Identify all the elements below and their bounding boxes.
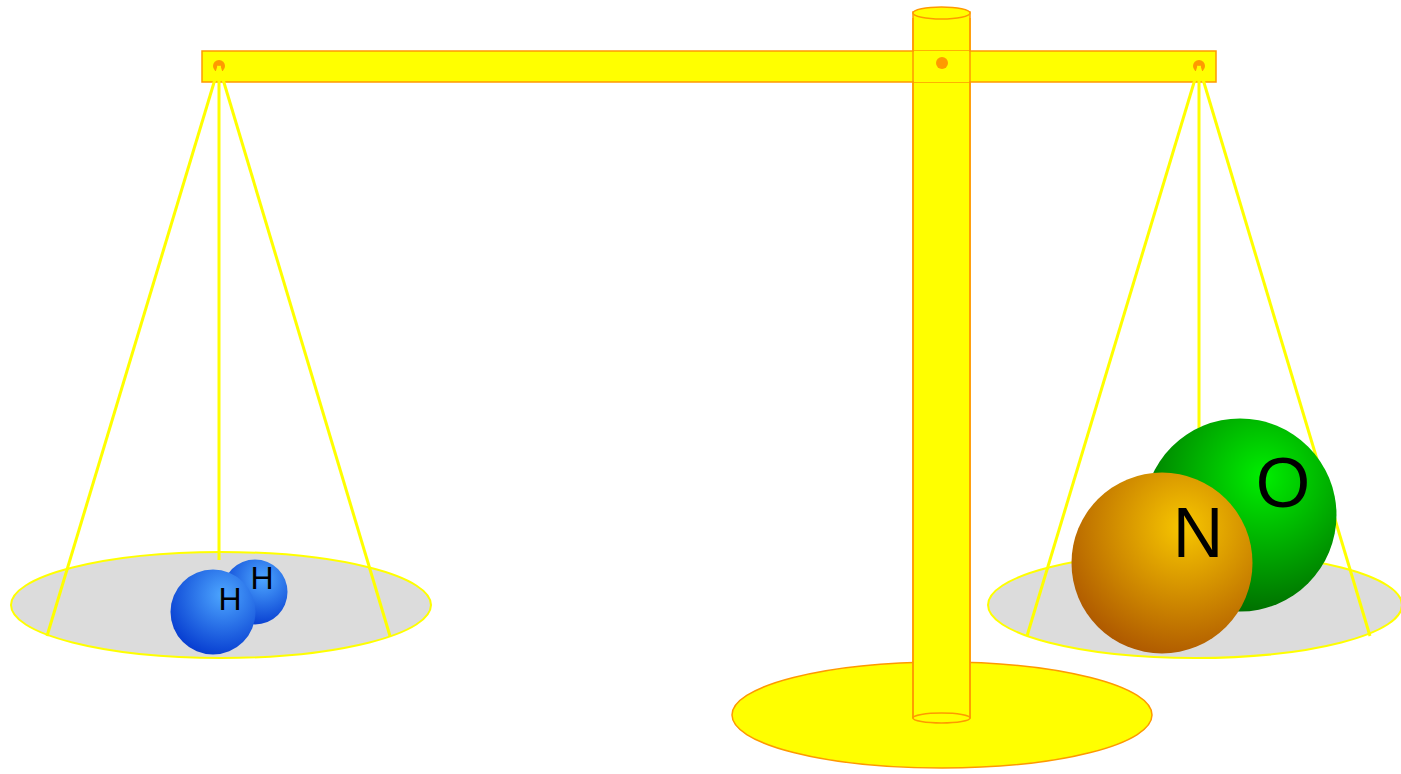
element-symbol: O [1256, 448, 1310, 518]
scale-post [913, 12, 970, 718]
nitrogen-atom: N [1071, 472, 1253, 654]
element-symbol: N [1173, 498, 1224, 568]
hydrogen-atom: H [170, 569, 256, 655]
post-front [914, 51, 969, 82]
scale-beam [202, 51, 1216, 82]
post-bottom [913, 713, 970, 723]
element-symbol: H [218, 583, 241, 615]
atom-sphere [1071, 472, 1253, 654]
element-symbol: H [250, 562, 273, 594]
left-strings [47, 66, 390, 636]
left-pan [11, 552, 431, 658]
atom-sphere [170, 569, 256, 655]
pivot-dot [936, 57, 948, 69]
post-top [913, 7, 970, 19]
